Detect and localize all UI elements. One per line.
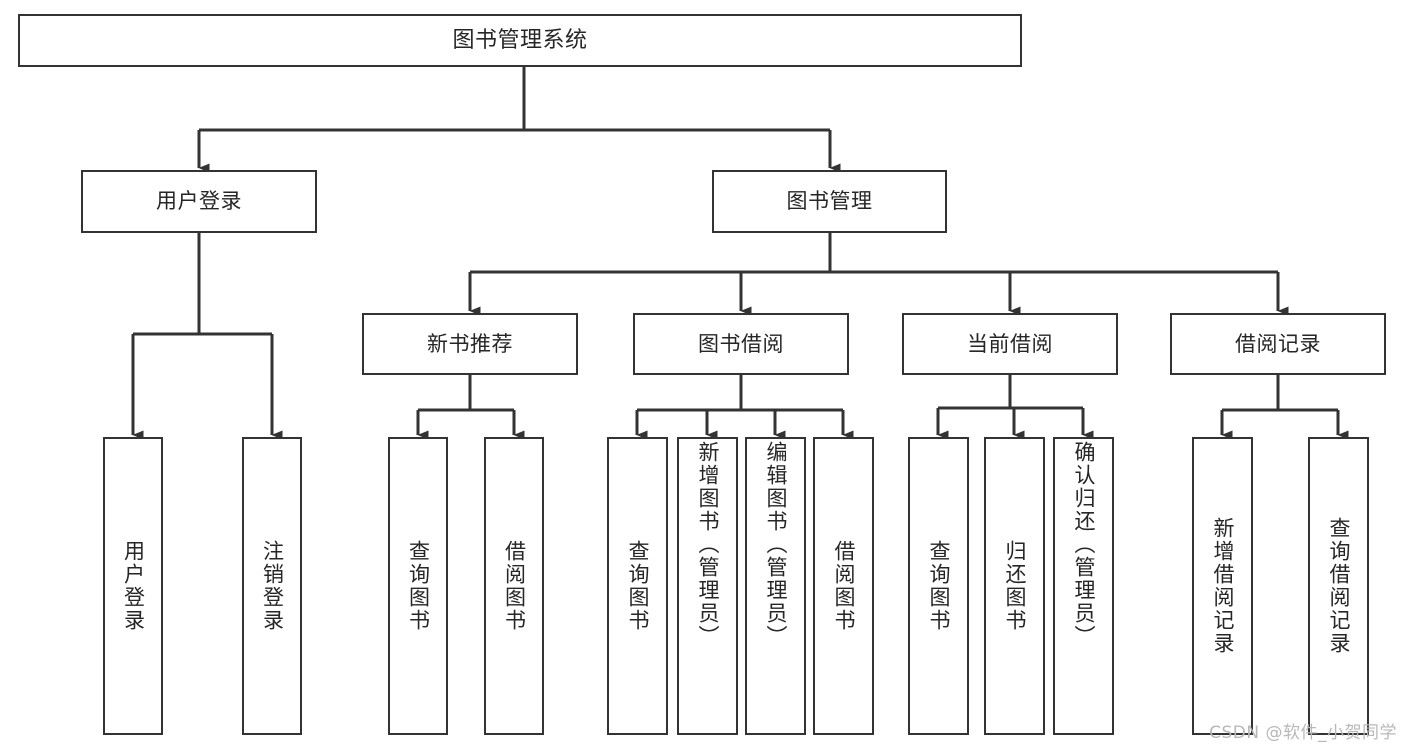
node-leaf-user-login[interactable]: 用户登录: [103, 437, 163, 735]
node-label: 查询图书: [626, 540, 650, 632]
node-label: 借阅记录: [1235, 331, 1321, 356]
node-label: 归还图书: [1003, 540, 1027, 632]
node-label: 用户登录: [121, 540, 146, 632]
node-leaf-borrow-book-rec[interactable]: 借阅图书: [484, 437, 544, 735]
node-label: 新增借阅记录: [1211, 517, 1235, 655]
node-leaf-query-record[interactable]: 查询借阅记录: [1308, 437, 1369, 735]
node-leaf-add-record[interactable]: 新增借阅记录: [1192, 437, 1253, 735]
node-label: 当前借阅: [967, 331, 1053, 356]
node-label: 新书推荐: [427, 331, 513, 356]
node-label: 编辑图书（管理员）: [764, 441, 788, 648]
node-label: 借阅图书: [502, 540, 527, 632]
node-user-login[interactable]: 用户登录: [81, 170, 317, 233]
node-label: 查询图书: [406, 540, 431, 632]
node-leaf-edit-book[interactable]: 编辑图书（管理员）: [745, 437, 806, 735]
node-new-book-rec[interactable]: 新书推荐: [362, 313, 578, 375]
node-leaf-query-book-borrow[interactable]: 查询图书: [607, 437, 668, 735]
node-leaf-query-book-rec[interactable]: 查询图书: [388, 437, 448, 735]
node-label: 图书管理: [786, 189, 873, 214]
node-leaf-add-book[interactable]: 新增图书（管理员）: [677, 437, 738, 735]
node-leaf-borrow-book[interactable]: 借阅图书: [813, 437, 874, 735]
node-label: 查询图书: [927, 540, 951, 632]
node-book-manage[interactable]: 图书管理: [712, 170, 947, 233]
node-label: 确认归还（管理员）: [1072, 441, 1096, 648]
node-label: 图书管理系统: [452, 27, 588, 53]
node-label: 注销登录: [260, 540, 285, 632]
node-book-borrow[interactable]: 图书借阅: [633, 313, 849, 375]
node-leaf-logout[interactable]: 注销登录: [242, 437, 302, 735]
node-label: 借阅图书: [832, 540, 856, 632]
node-label: 新增图书（管理员）: [696, 441, 720, 648]
node-leaf-confirm-return[interactable]: 确认归还（管理员）: [1053, 437, 1114, 735]
node-leaf-query-book-cur[interactable]: 查询图书: [908, 437, 969, 735]
node-leaf-return-book[interactable]: 归还图书: [984, 437, 1045, 735]
node-label: 用户登录: [156, 189, 242, 214]
node-borrow-record[interactable]: 借阅记录: [1170, 313, 1386, 375]
node-label: 图书借阅: [698, 331, 784, 356]
node-root[interactable]: 图书管理系统: [18, 14, 1022, 67]
node-current-borrow[interactable]: 当前借阅: [902, 313, 1118, 375]
node-label: 查询借阅记录: [1327, 517, 1351, 655]
connector-lines: [131, 67, 1349, 440]
